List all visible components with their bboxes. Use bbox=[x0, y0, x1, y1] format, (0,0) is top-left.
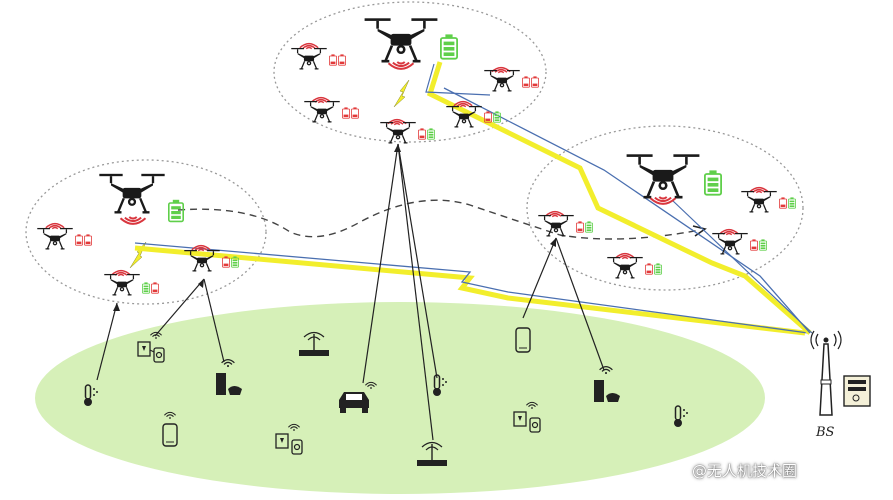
battery-icon bbox=[576, 221, 584, 233]
phone-icon bbox=[515, 327, 531, 353]
battery-icon bbox=[427, 128, 435, 140]
thermometer-icon bbox=[674, 405, 688, 427]
ground-devices bbox=[84, 327, 688, 466]
battery-icon bbox=[231, 256, 239, 268]
smart-meter-icon bbox=[137, 331, 165, 363]
battery-icon bbox=[151, 282, 159, 294]
battery-icon bbox=[585, 221, 593, 233]
battery-icon bbox=[75, 234, 83, 246]
drone-icon bbox=[483, 69, 521, 92]
drone-icon bbox=[103, 273, 141, 296]
battery-icon bbox=[168, 198, 184, 223]
battery-icon bbox=[531, 76, 539, 88]
thermometer-icon bbox=[433, 374, 447, 396]
battery-icon bbox=[142, 282, 150, 294]
signal-icon bbox=[649, 195, 677, 205]
smart-meter-icon bbox=[275, 423, 303, 455]
car-icon bbox=[339, 381, 378, 413]
game-console-icon bbox=[594, 365, 620, 402]
drone-icon bbox=[290, 47, 328, 70]
smart-meter-icon bbox=[513, 401, 541, 433]
link-top-edge bbox=[425, 63, 491, 96]
link-top-to-bs-blue bbox=[443, 87, 811, 334]
drone-icon bbox=[303, 100, 341, 123]
signal-icon bbox=[299, 42, 319, 50]
watermark: @无人机技术圈 bbox=[692, 462, 798, 480]
battery-icon bbox=[750, 239, 758, 251]
uplink-arrows bbox=[96, 143, 605, 441]
battery-icon bbox=[418, 128, 426, 140]
cluster-left-drones bbox=[36, 172, 239, 296]
battery-icon bbox=[759, 239, 767, 251]
router-icon bbox=[417, 441, 447, 466]
battery-icon bbox=[338, 54, 346, 66]
uav-trajectory bbox=[177, 199, 701, 240]
phone-icon bbox=[162, 411, 178, 447]
base-station-label: BS bbox=[816, 425, 835, 440]
drone-icon bbox=[625, 152, 701, 199]
link-right-to-bs bbox=[671, 199, 813, 334]
thermometer-icon bbox=[84, 384, 98, 406]
signal-icon bbox=[119, 215, 147, 225]
cluster-right bbox=[526, 125, 804, 291]
antenna-icon bbox=[810, 330, 842, 416]
battery-icon bbox=[351, 107, 359, 119]
battery-icon bbox=[84, 234, 92, 246]
drone-icon bbox=[379, 121, 417, 144]
cluster-right-drones bbox=[537, 152, 796, 279]
battery-icon bbox=[440, 33, 458, 60]
battery-icon bbox=[522, 76, 530, 88]
battery-icon bbox=[645, 263, 653, 275]
drone-icon bbox=[363, 16, 439, 63]
signal-icon bbox=[387, 60, 415, 70]
battery-icon bbox=[704, 169, 722, 196]
link-left-to-bs-blue bbox=[134, 242, 809, 334]
link-top-to-bs-yellow bbox=[426, 61, 812, 335]
battery-icon bbox=[342, 107, 350, 119]
game-console-icon bbox=[216, 358, 242, 395]
cluster-top bbox=[273, 1, 547, 143]
router-icon bbox=[299, 331, 329, 356]
drone-icon bbox=[740, 190, 778, 213]
drone-icon bbox=[606, 256, 644, 279]
link-left-to-bs-yellow bbox=[134, 245, 806, 336]
drone-icon bbox=[98, 172, 166, 214]
battery-icon bbox=[654, 263, 662, 275]
battery-icon bbox=[788, 197, 796, 209]
signal-icon bbox=[45, 222, 65, 230]
uplink-arrowheads bbox=[113, 144, 556, 311]
server-icon bbox=[843, 375, 871, 407]
cluster-top-drones bbox=[290, 16, 539, 144]
lightning-bolt-icon bbox=[129, 79, 410, 269]
battery-icon bbox=[779, 197, 787, 209]
battery-icon bbox=[329, 54, 337, 66]
battery-icon bbox=[222, 256, 230, 268]
drone-icon bbox=[36, 227, 74, 250]
drone-icon bbox=[537, 214, 575, 237]
base-station bbox=[810, 330, 871, 416]
ground-area bbox=[35, 302, 765, 494]
cluster-left bbox=[25, 159, 267, 305]
